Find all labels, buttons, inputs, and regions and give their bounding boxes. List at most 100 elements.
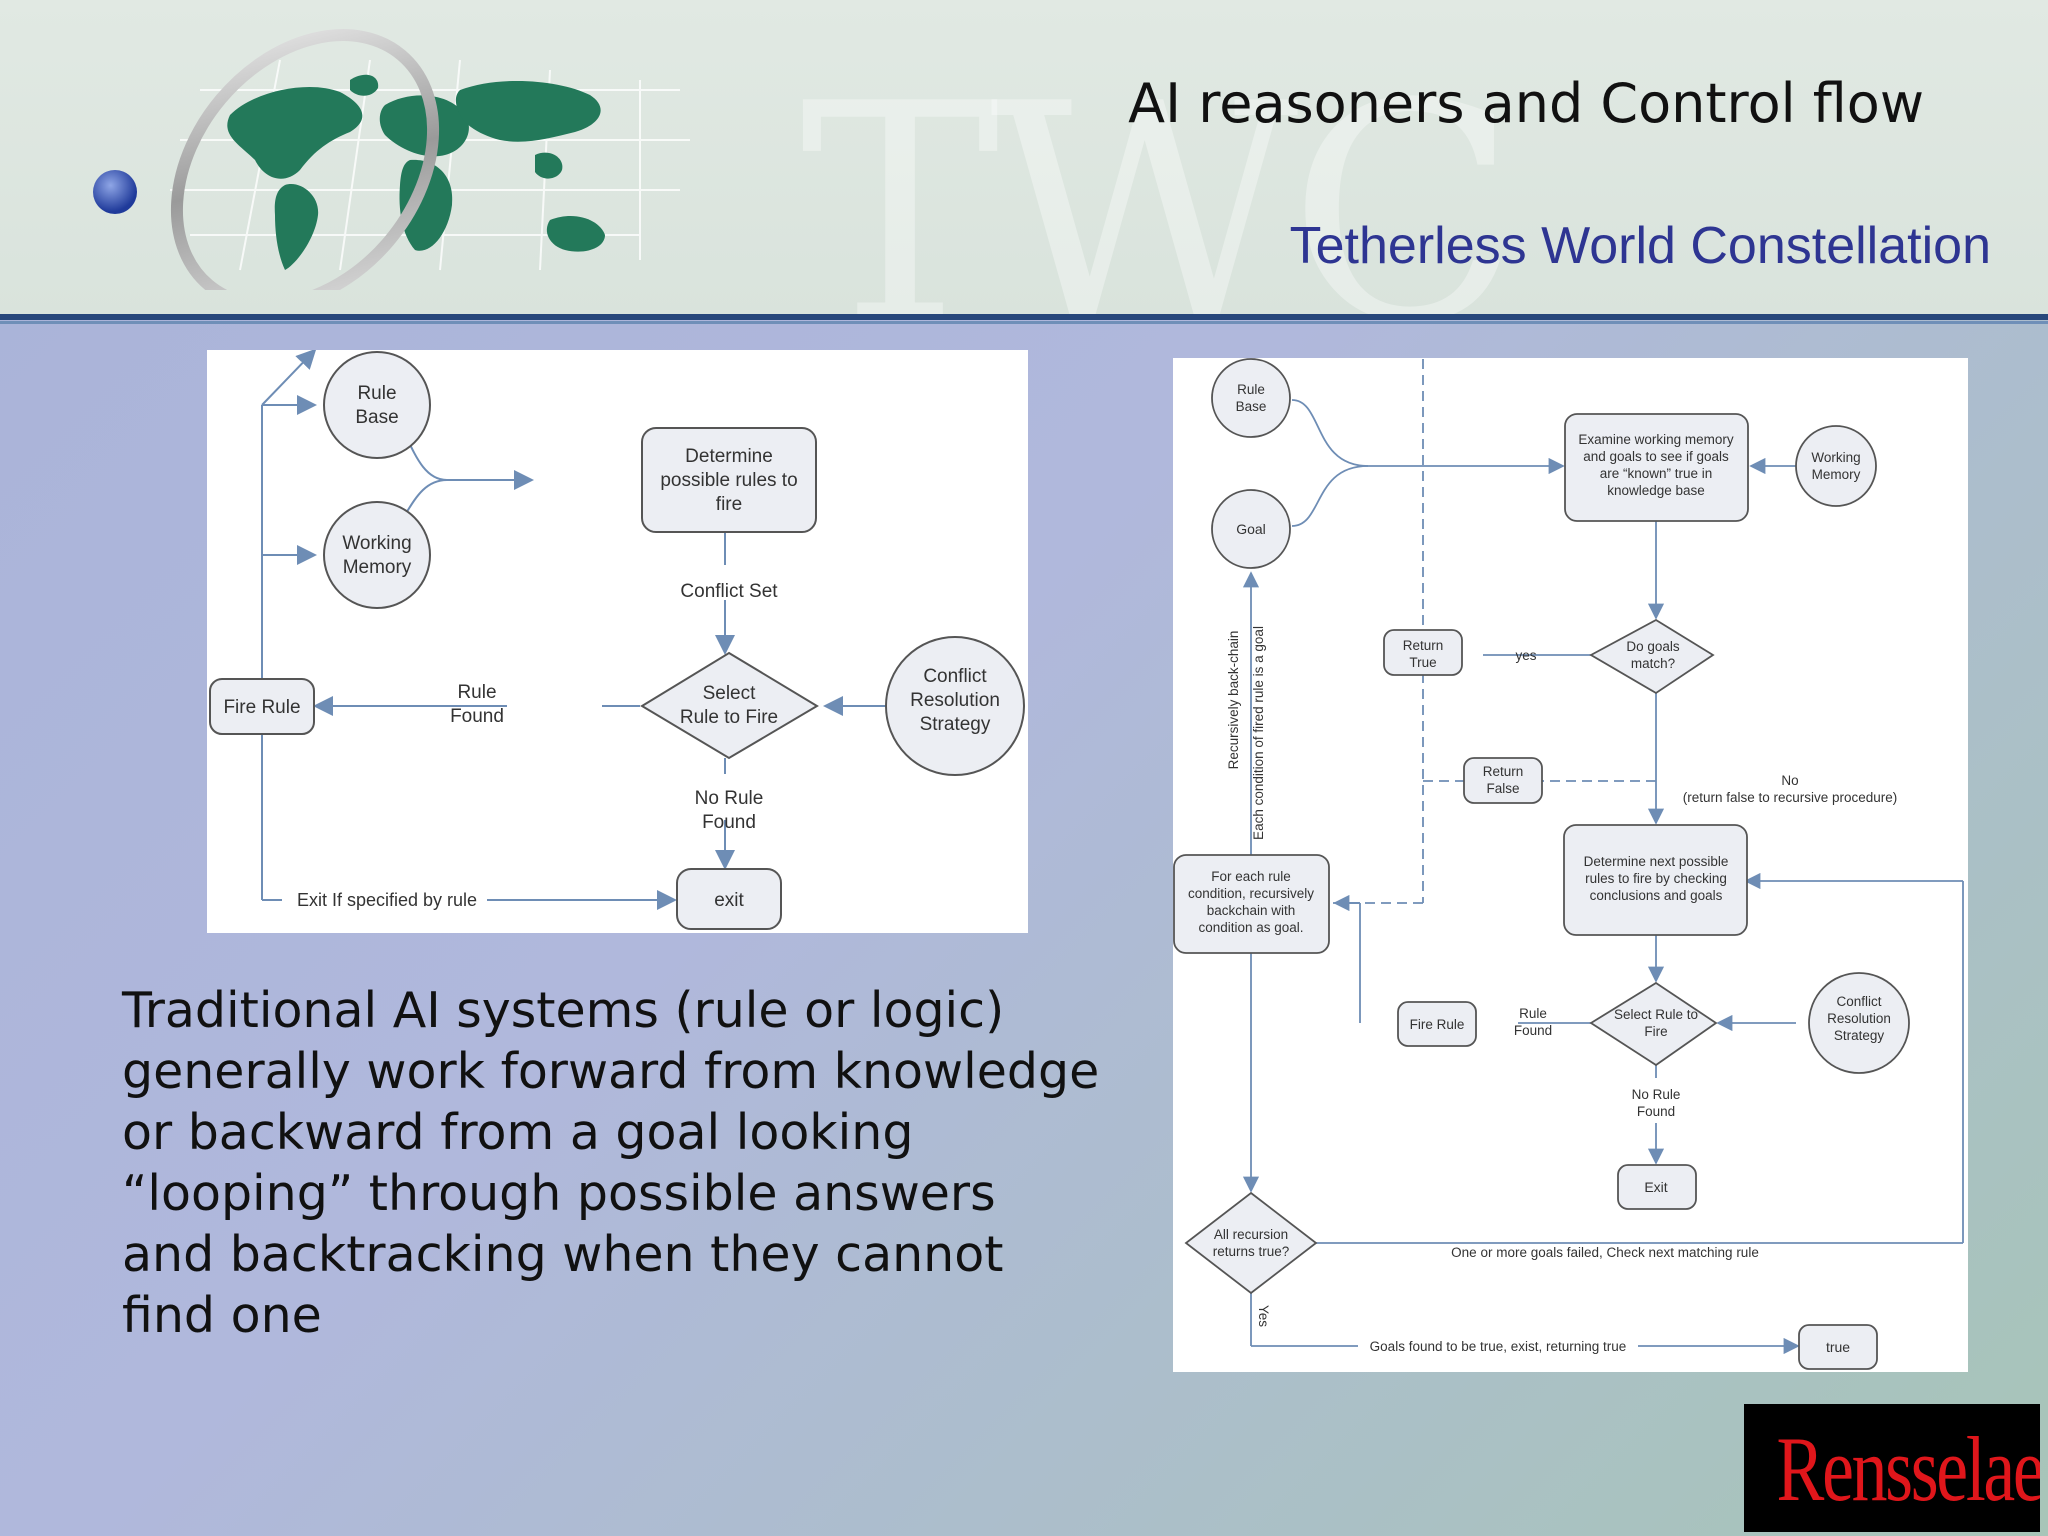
return-true-node	[1383, 629, 1463, 676]
goals-found-label: Goals found to be true, exist, returning…	[1370, 1339, 1627, 1354]
examine-node	[1564, 413, 1749, 522]
examine-line4: knowledge base	[1607, 483, 1705, 498]
do-goals-match-diamond	[1589, 618, 1715, 695]
all-rec-line1: All recursion	[1214, 1227, 1288, 1242]
slide-subtitle: Tetherless World Constellation	[1289, 217, 1991, 275]
exit-if-label: Exit If specified by rule	[297, 890, 477, 910]
goals-match-line1: Do goals	[1626, 639, 1680, 654]
globe-logo	[93, 29, 690, 290]
no-rule-line1: No Rule	[695, 788, 764, 809]
recursive-label-2: Each condition of fired rule is a goal	[1251, 626, 1266, 840]
goals-match-line2: match?	[1631, 656, 1675, 671]
for-each-node	[1173, 854, 1330, 954]
determine-line3: fire	[716, 494, 742, 515]
examine-line1: Examine working memory	[1578, 432, 1734, 447]
r-goal-label: Goal	[1236, 521, 1266, 537]
working-memory-node	[323, 501, 431, 609]
r-conflict-resolution-node	[1808, 972, 1910, 1074]
slide-header: TWC	[0, 0, 2048, 318]
determine-line2: possible rules to	[660, 470, 797, 491]
r-select-rule-diamond	[1589, 981, 1718, 1067]
header-rule	[0, 314, 2048, 320]
r-select-line1: Select Rule to	[1614, 1007, 1698, 1022]
twc-watermark: TWC	[800, 40, 1518, 318]
conflict-set-label: Conflict Set	[680, 581, 778, 602]
exit-label: exit	[714, 890, 744, 911]
working-memory-line1: Working	[342, 533, 411, 554]
r-goal-node	[1211, 489, 1291, 569]
all-recursion-diamond	[1184, 1191, 1318, 1295]
fire-rule-node	[209, 678, 315, 735]
r-exit-node	[1617, 1164, 1697, 1210]
r-exit-label: Exit	[1644, 1179, 1667, 1195]
rule-base-line2: Base	[355, 407, 398, 428]
r-rule-base-node	[1211, 358, 1291, 438]
r-cr-line1: Conflict	[1836, 994, 1881, 1009]
r-wm-line1: Working	[1811, 450, 1860, 465]
recursive-label-1: Recursively back-chain	[1226, 631, 1241, 770]
r-cr-line3: Strategy	[1834, 1028, 1885, 1043]
r-rule-found-line2: Found	[1514, 1023, 1552, 1038]
for-each-line4: condition as goal.	[1198, 920, 1303, 935]
r-cr-line2: Resolution	[1827, 1011, 1891, 1026]
conflict-resolution-node	[885, 636, 1025, 776]
select-rule-diamond	[640, 651, 819, 760]
determine-rules-node	[641, 427, 817, 533]
det-next-line3: conclusions and goals	[1590, 888, 1723, 903]
rule-found-line2: Found	[450, 706, 504, 727]
conflict-res-line2: Resolution	[910, 690, 1000, 711]
no-label-line2: (return false to recursive procedure)	[1683, 790, 1898, 805]
examine-line2: and goals to see if goals	[1583, 449, 1729, 464]
det-next-line1: Determine next possible	[1584, 854, 1729, 869]
det-next-line2: rules to fire by checking	[1585, 871, 1727, 886]
for-each-line1: For each rule	[1211, 869, 1291, 884]
yes-vertical-label: Yes	[1256, 1305, 1271, 1327]
r-working-memory-node	[1795, 425, 1877, 507]
goals-failed-label: One or more goals failed, Check next mat…	[1451, 1245, 1759, 1260]
determine-line1: Determine	[685, 446, 773, 467]
svg-text:No(return false to recursive p: No (return false to recursive procedure)	[1683, 773, 1898, 805]
conflict-res-line1: Conflict	[923, 666, 987, 687]
all-rec-line2: returns true?	[1213, 1244, 1290, 1259]
slide-title: AI reasoners and Control flow	[1128, 72, 1924, 135]
no-label-line1: No	[1781, 773, 1798, 788]
exit-node	[676, 868, 782, 930]
rensselaer-logo: Rensselaer	[1744, 1404, 2040, 1532]
rensselaer-wordmark: Rensselaer	[1776, 1418, 2040, 1520]
true-node	[1798, 1324, 1878, 1370]
determine-next-node	[1563, 824, 1748, 936]
r-fire-rule-label: Fire Rule	[1410, 1017, 1465, 1032]
select-line1: Select	[703, 683, 757, 704]
return-true-line1: Return	[1403, 638, 1444, 653]
r-no-rule-line1: No Rule	[1632, 1087, 1681, 1102]
rule-found-line1: Rule	[457, 682, 496, 703]
fire-rule-label: Fire Rule	[223, 697, 300, 718]
r-wm-line2: Memory	[1812, 467, 1861, 482]
return-false-node	[1463, 757, 1543, 804]
r-rule-base-line1: Rule	[1237, 382, 1265, 397]
r-fire-rule-node	[1397, 1001, 1477, 1047]
return-false-line1: Return	[1483, 764, 1524, 779]
examine-line3: are “known” true in	[1600, 466, 1713, 481]
no-rule-line2: Found	[702, 812, 756, 833]
return-false-line2: False	[1486, 781, 1519, 796]
working-memory-line2: Memory	[343, 557, 412, 578]
rule-base-node	[323, 351, 431, 459]
